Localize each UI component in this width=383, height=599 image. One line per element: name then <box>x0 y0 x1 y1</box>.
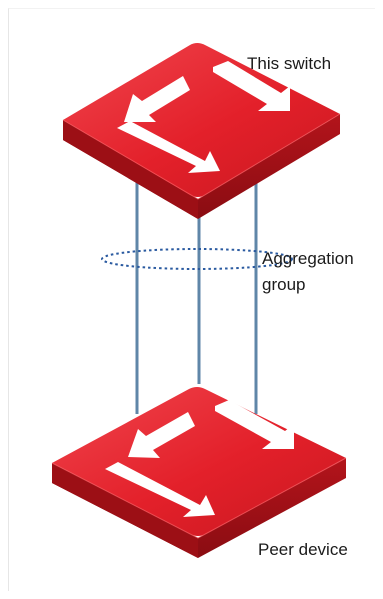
group-label: group <box>262 275 306 294</box>
arrow-right-lower <box>117 121 220 173</box>
aggregation-label: Aggregation <box>262 249 354 268</box>
peer-device-label: Peer device <box>258 540 348 559</box>
arrow-right-upper <box>213 61 290 111</box>
this-switch-label: This switch <box>247 54 332 73</box>
arrow-right-lower-peer <box>105 462 215 517</box>
arrow-left-upper-peer <box>128 412 195 458</box>
arrow-right-upper-peer <box>215 400 294 449</box>
aggregation-group-ellipse <box>101 248 293 270</box>
figure-frame <box>8 8 375 591</box>
arrow-left-upper <box>124 76 190 122</box>
peer-device-icon <box>51 387 347 558</box>
aggregation-links <box>135 180 258 414</box>
this-switch-icon <box>62 43 341 219</box>
